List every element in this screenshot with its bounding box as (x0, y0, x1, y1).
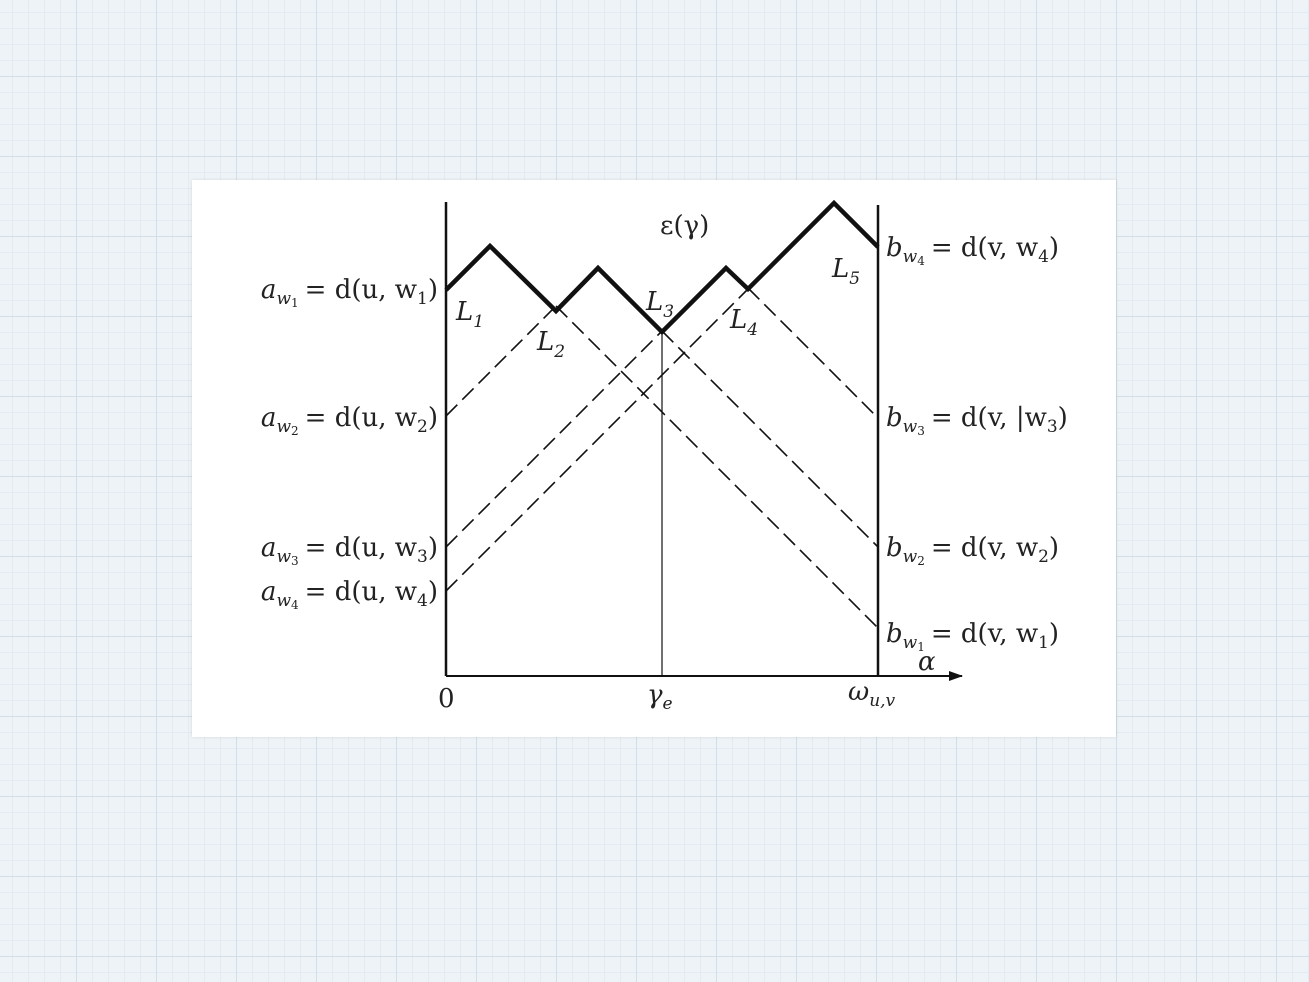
dashed-b-w1 (555, 305, 879, 629)
gamma-e-label: γe (647, 680, 673, 714)
omega-uv-label: ωu,v (848, 677, 896, 711)
svg-text:L3: L3 (645, 287, 674, 322)
dashed-lines (445, 287, 879, 629)
left-label-a-w3: aw3= d(u, w3) (261, 533, 438, 568)
dashed-a-w3 (445, 330, 663, 548)
origin-label: 0 (438, 684, 455, 714)
alpha-axis-label: α (918, 647, 936, 677)
right-label-b-w3: bw3= d(v, |w3) (886, 403, 1068, 438)
left-label-a-w2: aw2= d(u, w2) (261, 403, 438, 438)
segment-label-l1: L1 (455, 297, 484, 332)
dashed-a-w4 (445, 288, 749, 592)
svg-text:L1: L1 (455, 297, 484, 332)
right-label-b-w4: bw4= d(v, w4) (886, 233, 1059, 268)
segment-label-l3: L3 (645, 287, 674, 322)
dashed-a-w2 (445, 305, 557, 417)
right-label-b-w2: bw2= d(v, w2) (886, 533, 1059, 568)
segment-label-l5: L5 (831, 254, 860, 289)
dashed-b-w2 (661, 330, 879, 548)
segment-label-l4: L4 (729, 305, 758, 340)
left-label-a-w4: aw4= d(u, w4) (261, 577, 438, 612)
svg-text:L2: L2 (536, 327, 565, 362)
segment-label-l2: L2 (536, 327, 565, 362)
svg-text:L5: L5 (831, 254, 860, 289)
right-label-b-w1: bw1= d(v, w1) (886, 619, 1059, 654)
eccentricity-curve (444, 199, 880, 336)
left-label-a-w1: aw1= d(u, w1) (261, 275, 438, 310)
svg-text:L4: L4 (729, 305, 758, 340)
eccentricity-title: ε(γ) (660, 211, 709, 241)
slide-panel: ε(γ) L1 L2 L3 L4 L5 aw1= d(u, w1) aw2= d… (192, 180, 1116, 737)
dashed-b-w3 (747, 287, 879, 419)
distance-diagram: ε(γ) L1 L2 L3 L4 L5 aw1= d(u, w1) aw2= d… (261, 199, 1068, 714)
